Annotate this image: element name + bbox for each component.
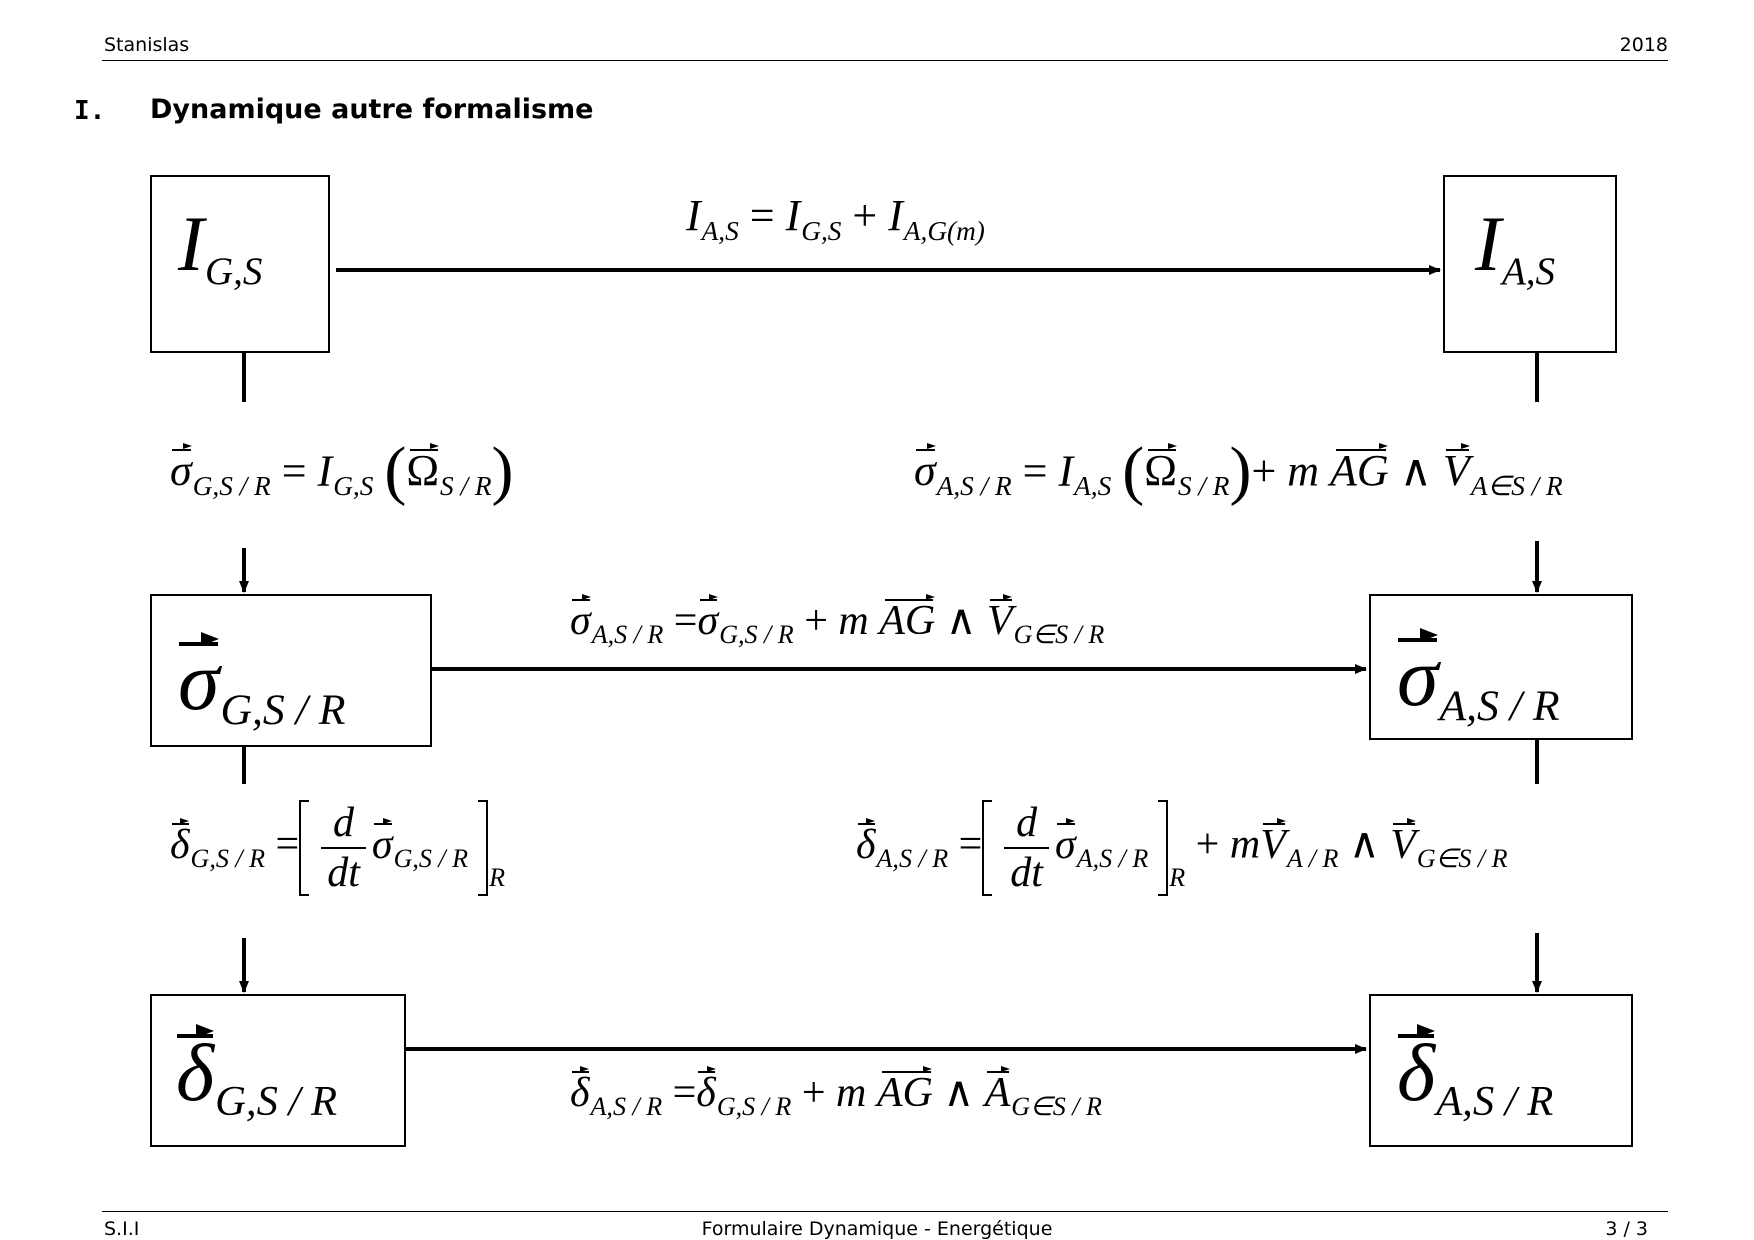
section-title: Dynamique autre formalisme [150,94,594,125]
footer-right: 3 / 3 [1605,1218,1648,1240]
formula-sigma-A: σA,S / R = IA,S (ΩS / R)+ m AG ∧ VA∈S / … [914,434,1563,507]
header-right: 2018 [1619,34,1668,56]
box-inertia-G: IG,S [150,175,330,353]
box-dynamic-moment-G: δG,S / R [150,994,406,1147]
header-rule [102,60,1668,61]
footer-rule [102,1211,1668,1212]
formula-delta-transport: δA,S / R =δG,S / R + m AG ∧ AG∈S / R [570,1066,1102,1122]
box-dynamic-moment-A: δA,S / R [1369,994,1633,1147]
box-inertia-A: IA,S [1443,175,1617,353]
header-left: Stanislas [104,34,190,56]
footer-left: S.I.I [104,1218,140,1240]
footer-center: Formulaire Dynamique - Energétique [701,1218,1053,1240]
formula-sigma-G: σG,S / R = IG,S (ΩS / R) [170,434,514,507]
box-kinetic-moment-A: σA,S / R [1369,594,1633,740]
formula-sigma-transport: σA,S / R =σG,S / R + m AG ∧ VG∈S / R [570,594,1105,650]
box-kinetic-moment-G: σG,S / R [150,594,432,747]
formula-huygens: IA,S = IG,S + IA,G(m) [686,191,985,246]
section-number: I. [74,96,106,126]
